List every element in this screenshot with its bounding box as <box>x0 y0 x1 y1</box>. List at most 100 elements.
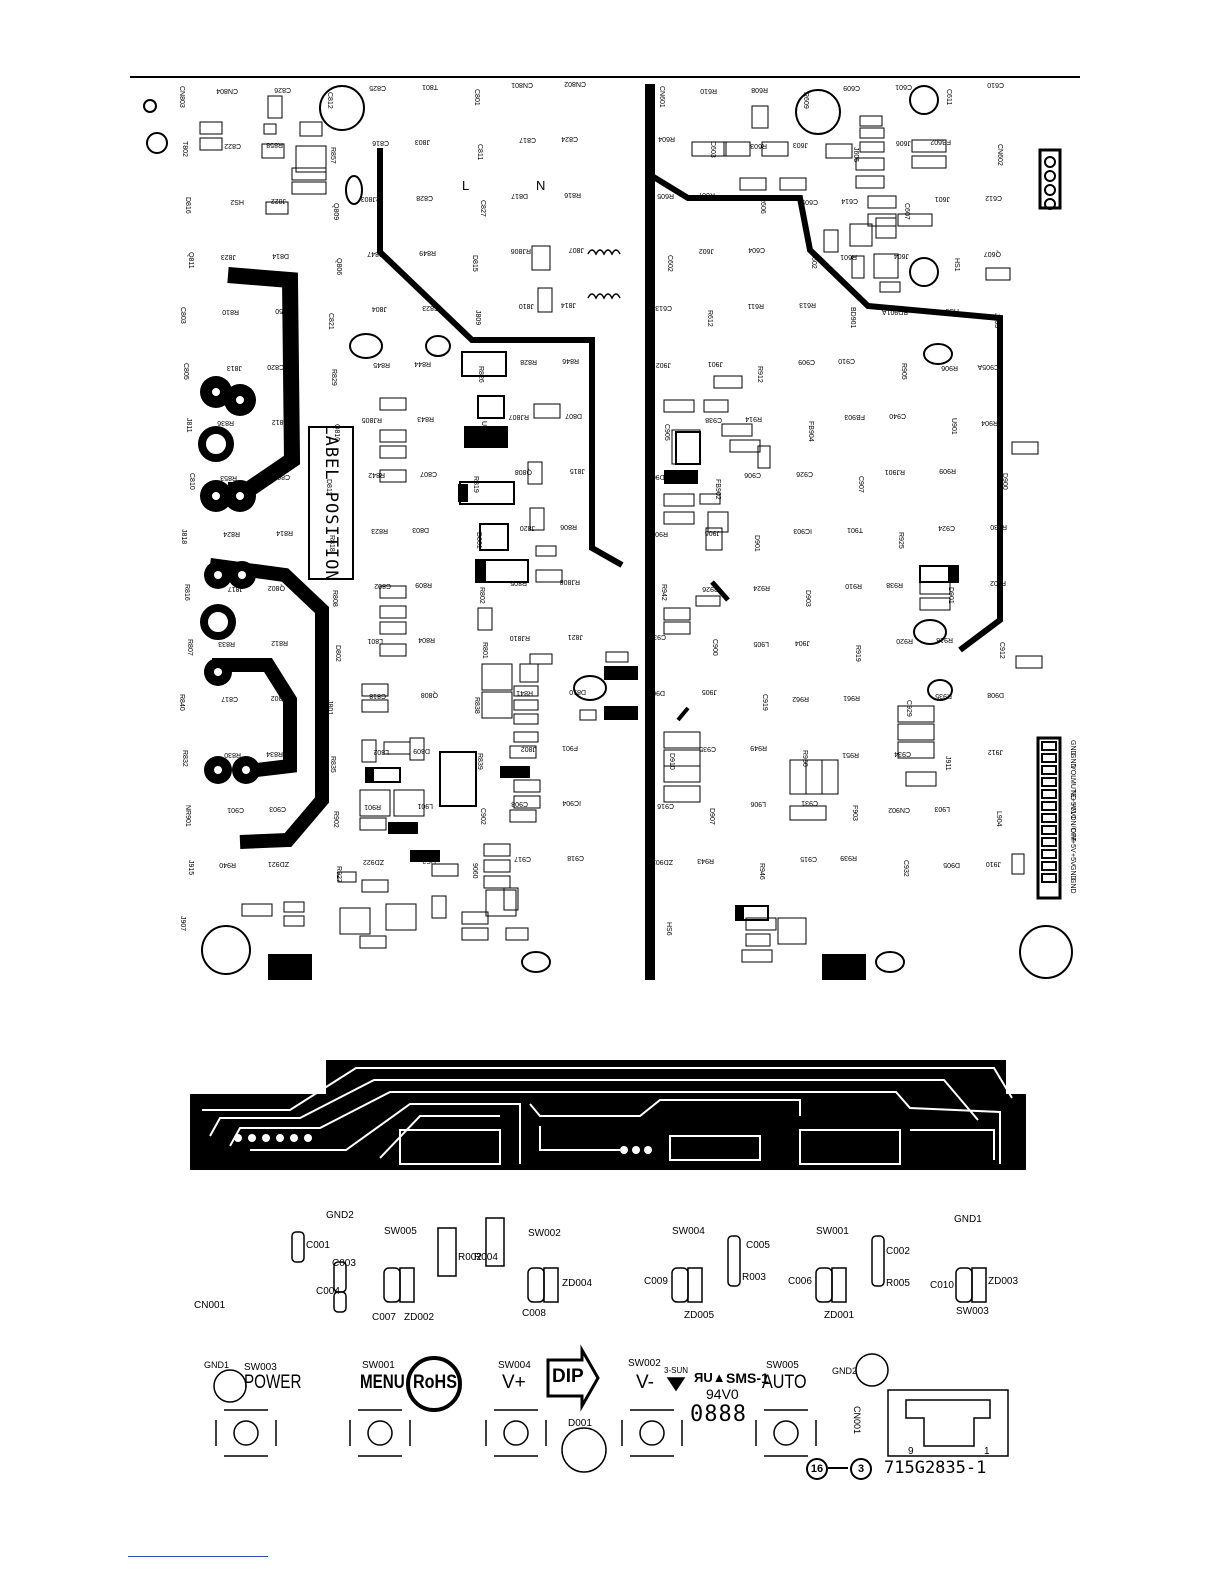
right-component-label: CN902 <box>887 806 910 814</box>
left-component-label: C820 <box>267 362 284 370</box>
right-component-label: J905 <box>701 688 717 696</box>
left-component-label: J817 <box>227 584 243 592</box>
left-component-label: R809 <box>415 580 433 588</box>
left-component-label: J818 <box>180 528 187 544</box>
right-component-label: J910 <box>985 860 1001 868</box>
keypad-component-label: R003 <box>742 1272 766 1283</box>
right-component-label: R610 <box>699 87 717 94</box>
right-component-label: FB602 <box>930 138 951 146</box>
right-component-label: C609 <box>843 84 860 91</box>
left-component-label: D809 <box>413 746 431 754</box>
right-component-label: C909 <box>797 357 815 365</box>
right-component-label: R930 <box>989 522 1007 530</box>
left-component-label: R858 <box>266 141 283 149</box>
left-component-label: R819 <box>472 476 480 493</box>
left-component-label: D810 <box>569 688 587 696</box>
right-component-label: IC903 <box>792 526 812 534</box>
left-component-label: R812 <box>271 639 288 647</box>
right-component-label: R609 <box>801 92 809 109</box>
right-component-label: D900 <box>1000 473 1008 490</box>
left-component-label: C828 <box>416 193 434 201</box>
left-component-label: R810 <box>222 308 239 316</box>
right-component-label: J601 <box>934 194 950 202</box>
left-component-label: ZD922 <box>362 858 384 866</box>
vminus-silk: V- <box>636 1372 654 1393</box>
keypad-component-label: C009 <box>644 1276 668 1287</box>
label-position-text: LABEL POSITION <box>321 424 341 582</box>
left-component-label: RJ806 <box>510 246 532 254</box>
left-component-label: R846 <box>562 356 580 364</box>
left-component-label: R807 <box>186 639 193 656</box>
right-component-label: BD901A <box>881 308 908 316</box>
sms-silk: SMS-1 <box>726 1370 769 1386</box>
menu-silk: MENU <box>360 1372 405 1393</box>
right-component-label: D908 <box>986 691 1004 699</box>
left-component-label: R839 <box>476 752 484 770</box>
right-component-label: R943 <box>696 857 714 865</box>
right-component-label: R926 <box>701 584 719 592</box>
right-component-label: L905 <box>753 640 769 648</box>
cn902-pin-label: DIM <box>1069 827 1076 841</box>
right-component-label: BD901 <box>849 307 856 329</box>
right-component-label: R939 <box>840 854 857 862</box>
right-component-label: C915 <box>799 855 817 863</box>
keypad-component-label: C006 <box>788 1276 812 1287</box>
right-component-label: J906 <box>704 528 720 536</box>
right-component-label: R607 <box>697 190 715 198</box>
trace-short-2 <box>676 706 690 722</box>
right-component-label: HS6 <box>665 921 672 936</box>
right-component-label: HS1 <box>953 257 960 272</box>
t801-copper-inner <box>212 658 297 779</box>
left-component-label: D812 <box>324 479 332 496</box>
right-component-label: Q607 <box>983 249 1001 257</box>
mounting-holes <box>143 85 1073 979</box>
right-component-label: C905 <box>663 423 670 441</box>
dip-silk: DIP <box>552 1366 584 1387</box>
right-component-label: C924 <box>938 523 955 531</box>
left-component-label: R824 <box>223 529 240 537</box>
left-component-label: C805 <box>182 362 189 380</box>
left-component-label: J809 <box>474 310 482 326</box>
left-component-label: J802 <box>521 744 537 752</box>
left-component-label: C803 <box>179 307 186 324</box>
right-component-label: R608 <box>751 86 768 93</box>
right-component-label: ZD902 <box>651 858 673 866</box>
gnd2-silk: GND2 <box>832 1366 858 1376</box>
right-component-label: R961 <box>843 694 860 702</box>
keypad-component-label: ZD001 <box>824 1310 855 1321</box>
left-component-label: D801 <box>475 531 483 549</box>
left-component-label: R849 <box>419 248 437 256</box>
left-component-label: J822 <box>270 196 286 204</box>
cn902-pin-label: NC <box>1069 790 1076 801</box>
right-component-label: J902 <box>655 360 671 368</box>
left-component-label: HS2 <box>230 197 244 205</box>
left-component-label: C827 <box>479 199 487 217</box>
left-component-label: C825 <box>368 84 386 91</box>
right-component-label: R604 <box>658 135 675 143</box>
right-component-label: R938 <box>885 580 903 588</box>
left-component-label: C901 <box>227 806 244 814</box>
right-component-label: J602 <box>698 246 714 254</box>
keypad-component-label: ZD002 <box>404 1312 435 1323</box>
part-number: 715G2835-1 <box>884 1458 987 1478</box>
left-component-label: Q808 <box>515 468 533 476</box>
right-component-label: FB902 <box>713 479 721 500</box>
left-component-label: C821 <box>326 313 334 330</box>
right-component-label: J604 <box>893 251 909 259</box>
left-component-label: R816 <box>183 583 190 601</box>
right-component-label: R949 <box>750 743 767 751</box>
left-component-label: ZD921 <box>267 860 289 868</box>
power-silk: POWER <box>244 1372 302 1393</box>
vplus-silk: V+ <box>502 1372 526 1393</box>
left-component-label: D814 <box>272 251 289 259</box>
left-component-label: C817 <box>519 136 537 144</box>
left-component-label: J815 <box>569 467 586 475</box>
ul-silk: ЯU▲ <box>694 1370 726 1385</box>
left-component-label: C801 <box>473 89 481 106</box>
keypad-component-label: ZD004 <box>562 1278 593 1289</box>
right-component-label: C602 <box>666 254 673 272</box>
right-component-label: C614 <box>841 196 858 204</box>
right-component-label: CN602 <box>995 144 1003 167</box>
left-component-label: R832 <box>181 749 188 767</box>
left-component-label: R823 <box>370 526 388 534</box>
